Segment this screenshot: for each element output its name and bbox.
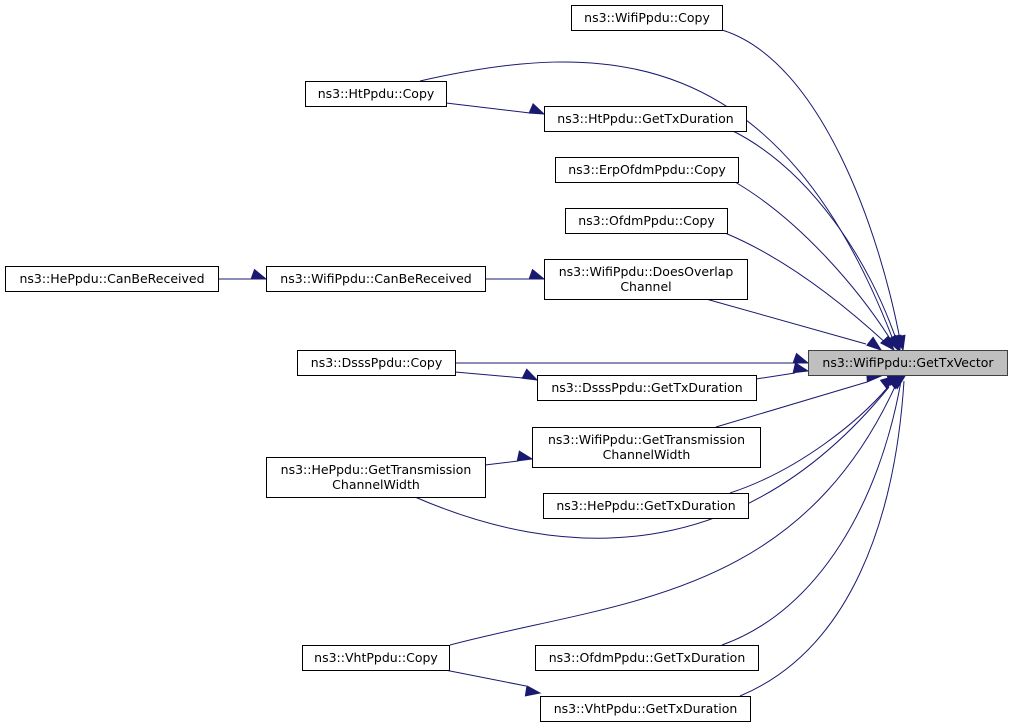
edge-ofdmTxDur-to-getTxVector: [721, 375, 905, 646]
node-wifiCanBeRecv[interactable]: ns3::WifiPpdu::CanBeReceived: [266, 266, 486, 292]
node-box: [540, 696, 751, 722]
edge-heCanBeRecv-to-wifiCanBeRecv: [218, 268, 268, 280]
node-label: ns3::HePpdu::GetTransmission: [281, 462, 472, 477]
node-htTxDur[interactable]: ns3::HtPpdu::GetTxDuration: [544, 106, 747, 132]
node-label: ns3::ErpOfdmPpdu::Copy: [568, 162, 726, 177]
edge-line: [445, 102, 531, 114]
node-box: [535, 645, 759, 671]
edge-erpCopy-to-getTxVector: [734, 181, 899, 352]
edge-line: [739, 380, 905, 697]
edge-arrowhead: [890, 375, 907, 390]
edge-line: [419, 61, 896, 346]
node-box: [532, 427, 761, 468]
node-label: ns3::HtPpdu::Copy: [318, 86, 435, 101]
node-label: ns3::VhtPpdu::GetTxDuration: [554, 701, 738, 716]
edge-line: [732, 130, 899, 346]
edge-vhtTxDur-to-getTxVector: [739, 375, 907, 697]
node-label: ns3::WifiPpdu::DoesOverlap: [559, 264, 734, 279]
node-box: [565, 208, 728, 234]
node-box: [537, 375, 757, 401]
node-label: ns3::HePpdu::CanBeReceived: [19, 271, 204, 286]
edge-line: [724, 232, 889, 346]
edge-line: [484, 460, 519, 466]
edge-line: [734, 181, 895, 346]
edge-ofdmCopy-to-getTxVector: [724, 232, 895, 352]
edge-arrowhead: [792, 362, 810, 374]
edge-wifiOverlap-to-getTxVector: [705, 298, 883, 351]
node-dsssCopy[interactable]: ns3::DsssPpdu::Copy: [297, 350, 456, 376]
edge-arrowhead: [528, 103, 546, 115]
node-ofdmCopy[interactable]: ns3::OfdmPpdu::Copy: [565, 208, 728, 234]
edge-line: [729, 386, 889, 494]
edge-line: [414, 386, 890, 539]
edge-line: [721, 380, 902, 646]
edge-htCopy-to-htTxDur: [445, 102, 546, 115]
edge-vhtCopy-to-vhtTxDur: [444, 669, 542, 697]
edge-htCopy-to-getTxVector: [419, 61, 900, 352]
node-htCopy[interactable]: ns3::HtPpdu::Copy: [305, 81, 447, 107]
node-box: [297, 350, 456, 376]
edge-arrowhead: [250, 268, 268, 280]
edge-line: [705, 298, 867, 345]
node-box: [555, 157, 739, 183]
node-label: ns3::OfdmPpdu::Copy: [578, 213, 715, 228]
node-box: [544, 106, 747, 132]
edge-heTxWidth-to-wifiTxWidth: [484, 450, 534, 466]
node-label: ns3::DsssPpdu::Copy: [311, 355, 443, 370]
node-box: [266, 457, 486, 498]
edge-arrowhead: [792, 352, 810, 364]
edge-line: [721, 29, 902, 346]
edge-dsssCopy-to-getTxVector: [455, 352, 810, 364]
edge-arrowhead: [528, 268, 546, 280]
node-label: ChannelWidth: [332, 477, 420, 492]
node-label: Channel: [620, 279, 671, 294]
node-wifiCopy[interactable]: ns3::WifiPpdu::Copy: [571, 5, 723, 31]
node-box: [543, 493, 749, 519]
node-dsssTxDur[interactable]: ns3::DsssPpdu::GetTxDuration: [537, 375, 757, 401]
edge-arrowhead: [880, 335, 895, 352]
node-box: [808, 350, 1008, 376]
node-label: ns3::OfdmPpdu::GetTxDuration: [549, 650, 746, 665]
node-label: ns3::WifiPpdu::CanBeReceived: [280, 271, 471, 286]
node-getTxVector[interactable]: ns3::WifiPpdu::GetTxVector: [808, 350, 1008, 376]
node-vhtTxDur[interactable]: ns3::VhtPpdu::GetTxDuration: [540, 696, 751, 722]
node-box: [571, 5, 723, 31]
node-label: ns3::HePpdu::GetTxDuration: [556, 498, 735, 513]
edge-wifiCanBeRecv-to-wifiOverlap: [485, 268, 546, 280]
edge-arrowhead: [516, 450, 534, 462]
edges-layer: [218, 29, 907, 697]
edge-line: [449, 379, 899, 646]
edge-arrowhead: [521, 368, 539, 381]
node-heTxDur[interactable]: ns3::HePpdu::GetTxDuration: [543, 493, 749, 519]
edge-line: [454, 371, 524, 379]
node-wifiTxWidth[interactable]: ns3::WifiPpdu::GetTransmissionChannelWid…: [532, 427, 761, 468]
node-box: [544, 259, 748, 300]
node-label: ns3::DsssPpdu::GetTxDuration: [551, 380, 742, 395]
edge-arrowhead: [524, 685, 542, 697]
node-box: [266, 266, 486, 292]
node-box: [5, 266, 219, 292]
edge-dsssCopy-to-dsssTxDur: [454, 368, 539, 381]
node-erpCopy[interactable]: ns3::ErpOfdmPpdu::Copy: [555, 157, 739, 183]
node-box: [305, 81, 447, 107]
node-vhtCopy[interactable]: ns3::VhtPpdu::Copy: [302, 645, 450, 671]
node-label: ChannelWidth: [603, 447, 691, 462]
edge-line: [715, 381, 868, 428]
node-box: [302, 645, 450, 671]
node-label: ns3::VhtPpdu::Copy: [314, 650, 438, 665]
node-label: ns3::WifiPpdu::GetTransmission: [548, 432, 745, 447]
edge-arrowhead: [866, 336, 883, 351]
node-label: ns3::WifiPpdu::GetTxVector: [822, 355, 994, 370]
edge-line: [444, 669, 527, 687]
edge-dsssTxDur-to-getTxVector: [755, 362, 810, 380]
node-ofdmTxDur[interactable]: ns3::OfdmPpdu::GetTxDuration: [535, 645, 759, 671]
edge-line: [755, 372, 796, 380]
node-label: ns3::HtPpdu::GetTxDuration: [557, 111, 733, 126]
node-label: ns3::WifiPpdu::Copy: [584, 10, 710, 25]
nodes-layer: ns3::WifiPpdu::GetTxVectorns3::WifiPpdu:…: [5, 5, 1008, 722]
node-heCanBeRecv[interactable]: ns3::HePpdu::CanBeReceived: [5, 266, 219, 292]
